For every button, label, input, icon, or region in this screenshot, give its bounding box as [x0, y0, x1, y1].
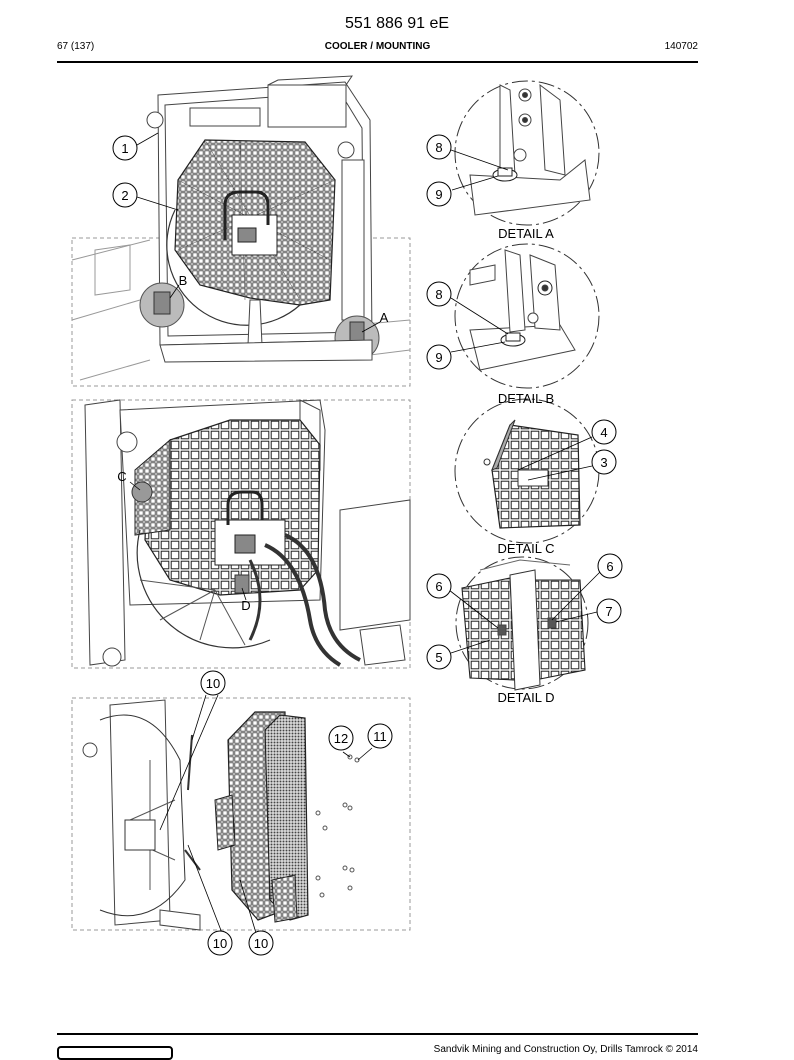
footer-divider	[57, 1033, 698, 1035]
callout-9b: 9	[426, 344, 452, 370]
callout-11: 11	[367, 723, 393, 749]
callout-12-label: 12	[334, 731, 348, 746]
callout-3: 3	[591, 449, 617, 475]
callout-9a: 9	[426, 181, 452, 207]
callout-10-bottom-right: 10	[248, 930, 274, 956]
footer-copyright: Sandvik Mining and Construction Oy, Dril…	[433, 1044, 698, 1055]
view-1-cooler-overview	[71, 75, 411, 387]
callout-10-bottom-right-label: 10	[254, 936, 268, 951]
header-divider	[57, 61, 698, 63]
callout-10-top-label: 10	[206, 676, 220, 691]
callout-2: 2	[112, 182, 138, 208]
detail-a-illustration	[454, 80, 600, 226]
view-3-exploded-guards	[71, 697, 411, 931]
section-title: COOLER / MOUNTING	[324, 41, 431, 52]
view-letters: B A C D	[117, 273, 388, 613]
detail-a-caption: DETAIL A	[498, 226, 554, 241]
callout-11-label: 11	[373, 729, 387, 744]
callout-9b-label: 9	[435, 350, 442, 365]
callout-10-top: 10	[200, 670, 226, 696]
leader-lines	[129, 132, 601, 934]
callout-10-bottom-left-label: 10	[213, 936, 227, 951]
detail-d-caption: DETAIL D	[497, 690, 554, 705]
callout-8b-label: 8	[435, 287, 442, 302]
callout-5: 5	[426, 644, 452, 670]
view-letter-a: A	[380, 310, 389, 325]
callout-12: 12	[328, 725, 354, 751]
detail-captions: DETAIL A DETAIL B DETAIL C DETAIL D	[497, 226, 554, 705]
callout-10-bottom-left: 10	[207, 930, 233, 956]
callout-6-left-label: 6	[435, 579, 442, 594]
parts-illustration: 1 2 8 9 8 9 4 3 6 6 7 5 10 12 11 10 10 B…	[71, 75, 623, 956]
company-logo	[57, 1046, 173, 1060]
callout-5-label: 5	[435, 650, 442, 665]
detail-c-illustration	[454, 398, 600, 544]
detail-d-illustration	[455, 556, 589, 691]
callout-3-label: 3	[600, 455, 607, 470]
callout-1: 1	[112, 135, 138, 161]
callout-1-label: 1	[121, 141, 128, 156]
detail-b-caption: DETAIL B	[498, 391, 554, 406]
view-letter-d: D	[241, 598, 250, 613]
callout-bubbles: 1 2 8 9 8 9 4 3 6 6 7 5 10 12 11 10 10	[112, 134, 623, 956]
view-letter-c: C	[117, 469, 126, 484]
date-code: 140702	[664, 41, 698, 52]
callout-8b: 8	[426, 281, 452, 307]
view-letter-b: B	[179, 273, 188, 288]
view-2-cooler-fan	[71, 399, 411, 669]
callout-8a-label: 8	[435, 140, 442, 155]
callout-2-label: 2	[121, 188, 128, 203]
callout-6-right: 6	[597, 553, 623, 579]
callout-4-label: 4	[600, 425, 607, 440]
callout-8a: 8	[426, 134, 452, 160]
callout-6-right-label: 6	[606, 559, 613, 574]
callout-9a-label: 9	[435, 187, 442, 202]
detail-b-illustration	[454, 243, 600, 389]
callout-7-label: 7	[605, 604, 612, 619]
document-number: 551 886 91 eE	[344, 15, 450, 32]
page-count: 67 (137)	[57, 41, 95, 52]
callout-7: 7	[596, 598, 622, 624]
detail-c-caption: DETAIL C	[497, 541, 554, 556]
callout-4: 4	[591, 419, 617, 445]
callout-6-left: 6	[426, 573, 452, 599]
